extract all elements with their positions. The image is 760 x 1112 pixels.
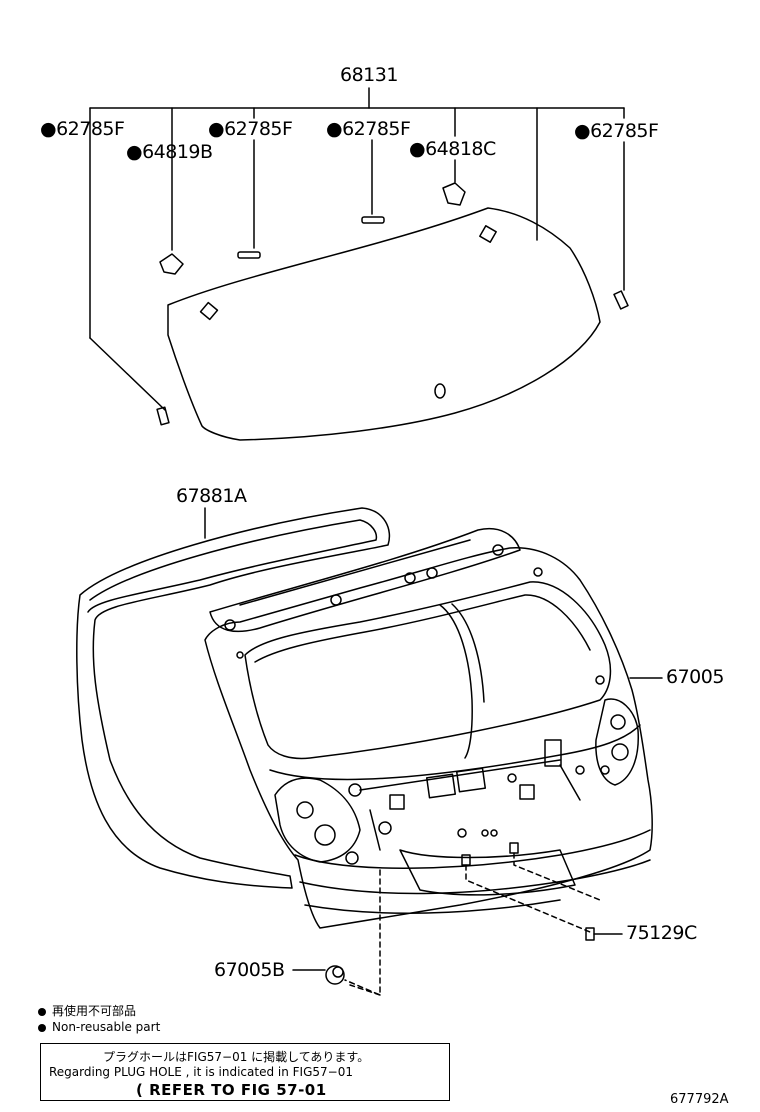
back-door-panel-67005 xyxy=(204,528,653,929)
reference-refer-link[interactable]: ( REFER TO FIG 57-01 xyxy=(136,1081,327,1099)
glass-marker-right xyxy=(479,225,497,243)
label-67881a: 67881A xyxy=(176,485,247,507)
legend-jp-text: 再使用不可部品 xyxy=(52,1004,137,1018)
label-62785f-4: ●62785F xyxy=(574,120,659,142)
legend-jp: 再使用不可部品 xyxy=(38,1005,136,1017)
reference-line-en: Regarding PLUG HOLE , it is indicated in… xyxy=(49,1065,353,1079)
dashed-leaders xyxy=(344,852,601,996)
bullet-icon xyxy=(38,1023,46,1032)
label-62785f-1: ●62785F xyxy=(40,118,125,140)
label-67005b: 67005B xyxy=(214,959,285,981)
label-68131: 68131 xyxy=(340,64,398,86)
stopper-64819b xyxy=(159,253,184,275)
spacer-clip-62785f-4 xyxy=(613,290,629,310)
stopper-64818c xyxy=(442,182,466,206)
label-64819b: ●64819B xyxy=(126,141,213,163)
reference-line-jp: プラグホールはFIG57−01 に掲載してあります。 xyxy=(103,1050,370,1064)
label-67005: 67005 xyxy=(666,666,724,688)
glass-marker-left xyxy=(199,301,219,321)
weatherstrip-67881a xyxy=(76,507,391,889)
bullet-icon xyxy=(38,1007,46,1016)
glass-hole xyxy=(434,383,446,399)
label-64818c: ●64818C xyxy=(409,138,496,160)
legend-en: Non-reusable part xyxy=(38,1021,160,1033)
label-62785f-3: ●62785F xyxy=(326,118,411,140)
label-75129c: 75129C xyxy=(626,922,697,944)
legend-en-text: Non-reusable part xyxy=(52,1020,161,1034)
spacer-clip-62785f-2 xyxy=(237,251,261,259)
spacer-clip-62785f-3 xyxy=(361,216,385,224)
plug-75129c xyxy=(585,927,595,941)
reference-box: プラグホールはFIG57−01 に掲載してあります。 Regarding PLU… xyxy=(40,1043,450,1101)
back-window-glass xyxy=(167,207,601,441)
label-62785f-2: ●62785F xyxy=(208,118,293,140)
spacer-clip-62785f-1 xyxy=(156,406,170,426)
callout-lines-68131 xyxy=(89,87,625,411)
weatherstrip-inner xyxy=(87,519,378,613)
cushion-67005b xyxy=(325,965,345,985)
figure-id: 677792A xyxy=(670,1092,729,1107)
